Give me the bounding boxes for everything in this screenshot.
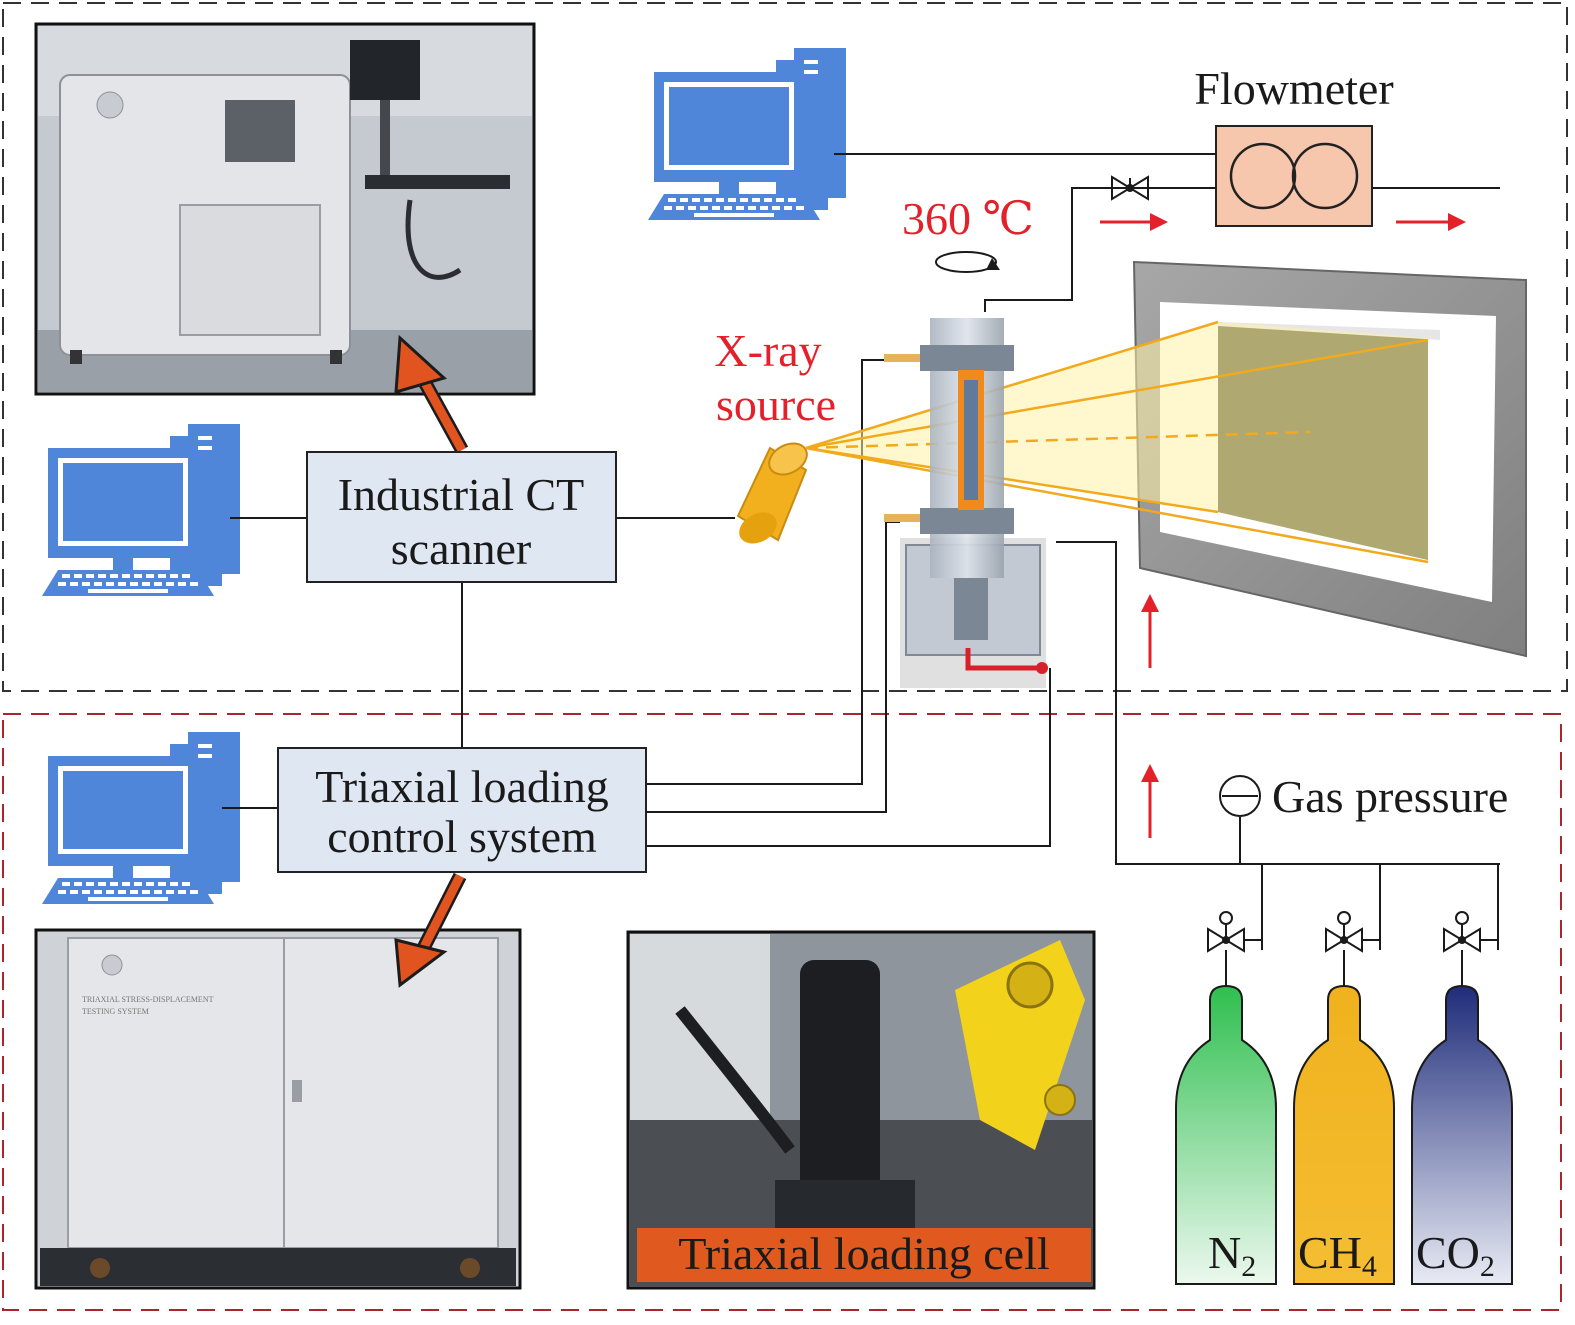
triaxial-label-line2: control system bbox=[327, 811, 597, 862]
arrow-to-scanner-photo bbox=[394, 334, 469, 454]
ch4-label: CH4 bbox=[1298, 1227, 1377, 1283]
ct-scanner-box bbox=[306, 451, 617, 583]
triaxial-cell bbox=[884, 318, 1048, 688]
xray-label-line1: X-ray bbox=[714, 325, 821, 376]
loading-cell-banner bbox=[637, 1228, 1091, 1282]
arrow-to-cabinet-photo bbox=[394, 872, 467, 988]
ch4-cylinder: CH4 bbox=[1293, 984, 1395, 1285]
flowmeter-rotor-icon bbox=[1229, 142, 1297, 210]
cabinet-text-line2: TESTING SYSTEM bbox=[82, 1007, 149, 1016]
wire-triaxial-confining bbox=[646, 668, 1051, 847]
computer-icon-triaxial bbox=[42, 732, 240, 904]
flow-arrows bbox=[1100, 213, 1466, 838]
triaxial-label-line1: Triaxial loading bbox=[315, 761, 608, 812]
control-cabinet-photo: TRIAXIAL STRESS-DISPLACEMENT TESTING SYS… bbox=[34, 928, 522, 1290]
ct-label-line1: Industrial CT bbox=[338, 469, 585, 520]
flowmeter-rotor-icon bbox=[1291, 142, 1359, 210]
computer-icon-flowmeter bbox=[648, 48, 846, 220]
loading-cell-label: Triaxial loading cell bbox=[678, 1228, 1049, 1279]
cylinder-valve-icon bbox=[1207, 911, 1262, 990]
cylinder-valve-icon bbox=[1325, 911, 1380, 990]
ct-region-boundary bbox=[2, 2, 1568, 692]
ct-label-line2: scanner bbox=[391, 523, 531, 574]
wire-triaxial-top-port bbox=[646, 359, 884, 785]
pressure-gauge-icon bbox=[1219, 775, 1261, 817]
wire-cell-flowmeter bbox=[984, 187, 1216, 312]
loading-region-boundary bbox=[2, 713, 1562, 1311]
triaxial-control-box bbox=[277, 747, 647, 873]
n2-label: N2 bbox=[1208, 1227, 1256, 1283]
wire-gas-inlet bbox=[1056, 541, 1500, 865]
rotation-icon bbox=[935, 251, 1000, 273]
ct-scanner-photo bbox=[34, 22, 536, 396]
co2-cylinder: CO2 bbox=[1411, 984, 1513, 1285]
xray-beam bbox=[805, 320, 1429, 564]
computer-icon-ct bbox=[42, 424, 240, 596]
xray-source-icon bbox=[736, 442, 808, 544]
gas-pressure-label: Gas pressure bbox=[1272, 771, 1508, 822]
flowmeter-label: Flowmeter bbox=[1194, 63, 1393, 114]
n2-cylinder: N2 bbox=[1175, 984, 1277, 1285]
co2-label: CO2 bbox=[1416, 1227, 1495, 1283]
cabinet-text-line1: TRIAXIAL STRESS-DISPLACEMENT bbox=[82, 995, 214, 1004]
temperature-label: 360 ℃ bbox=[902, 193, 1034, 244]
xray-label-line2: source bbox=[716, 379, 836, 430]
cylinder-valve-icon bbox=[1443, 911, 1498, 990]
